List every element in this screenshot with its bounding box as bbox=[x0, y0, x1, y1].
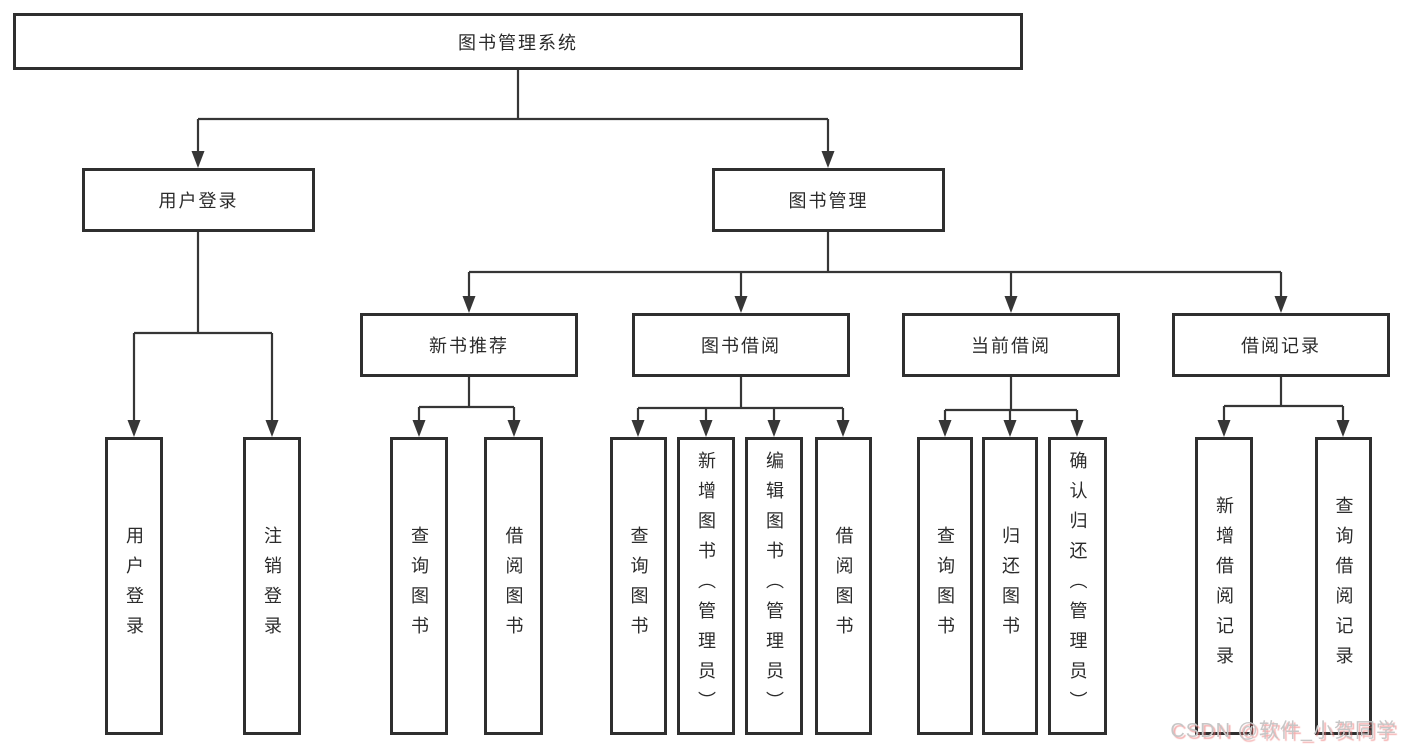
node-current-borrowing: 当前借阅 bbox=[902, 313, 1120, 377]
node-book-borrowing: 图书借阅 bbox=[632, 313, 850, 377]
leaf-search-books-borrow: 查询图书 bbox=[610, 437, 667, 735]
node-new-book-recommend: 新书推荐 bbox=[360, 313, 578, 377]
leaf-user-login: 用户登录 bbox=[105, 437, 163, 735]
leaf-borrow-books: 借阅图书 bbox=[815, 437, 872, 735]
leaf-search-borrow-record: 查询借阅记录 bbox=[1315, 437, 1372, 735]
leaf-add-borrow-record: 新增借阅记录 bbox=[1195, 437, 1253, 735]
leaf-search-books-current: 查询图书 bbox=[917, 437, 973, 735]
leaf-search-books-recommend: 查询图书 bbox=[390, 437, 448, 735]
leaf-add-book-admin: 新增图书（管理员） bbox=[677, 437, 735, 735]
leaf-confirm-return-admin: 确认归还（管理员） bbox=[1048, 437, 1107, 735]
leaf-borrow-books-recommend: 借阅图书 bbox=[484, 437, 543, 735]
node-library-system: 图书管理系统 bbox=[13, 13, 1023, 70]
leaf-edit-book-admin: 编辑图书（管理员） bbox=[745, 437, 803, 735]
leaf-return-book: 归还图书 bbox=[982, 437, 1038, 735]
node-user-login: 用户登录 bbox=[82, 168, 315, 232]
csdn-watermark: CSDN @软件_小贺同学 bbox=[1170, 720, 1397, 742]
leaf-logout: 注销登录 bbox=[243, 437, 301, 735]
node-book-management: 图书管理 bbox=[712, 168, 945, 232]
node-borrow-records: 借阅记录 bbox=[1172, 313, 1390, 377]
